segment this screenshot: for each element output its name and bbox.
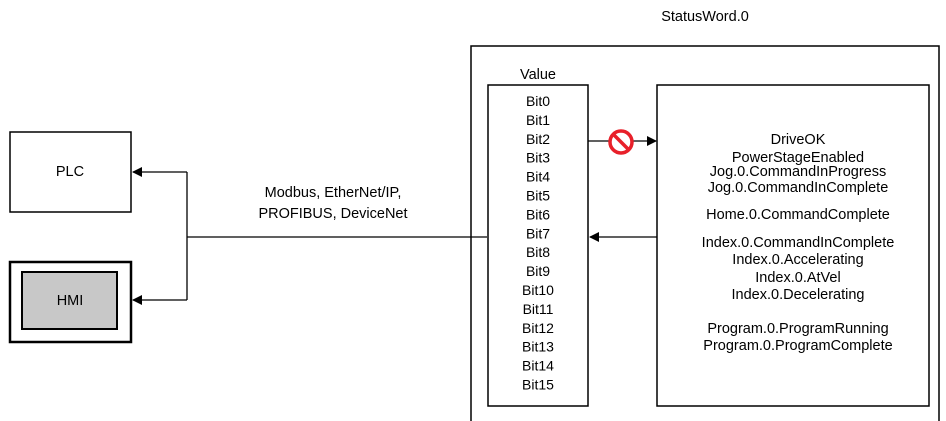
hmi-label: HMI (57, 293, 84, 309)
network-label-line2: PROFIBUS, DeviceNet (258, 206, 407, 222)
status-item: Index.0.AtVel (755, 270, 840, 286)
status-item: Jog.0.CommandInComplete (708, 180, 889, 196)
bit-label: Bit12 (522, 320, 554, 336)
plc-box (9, 131, 132, 213)
network-label-line1: Modbus, EtherNet/IP, (265, 185, 402, 201)
bit-label: Bit0 (526, 93, 550, 109)
bit-label: Bit10 (522, 282, 554, 298)
status-item: Home.0.CommandComplete (706, 207, 890, 223)
no-entry-icon (608, 129, 634, 155)
statusword-title: StatusWord.0 (661, 9, 749, 25)
hmi-device: HMI (8, 260, 133, 344)
bit-label: Bit11 (523, 301, 554, 317)
bit-label: Bit14 (522, 358, 554, 374)
statusword-frame (470, 45, 940, 421)
status-item: Program.0.ProgramComplete (703, 338, 892, 354)
bit-value-box (487, 84, 589, 407)
bit-label: Bit13 (522, 339, 554, 355)
bit-label: Bit8 (526, 244, 550, 260)
status-item: Index.0.Decelerating (732, 287, 865, 303)
bit-label: Bit5 (526, 188, 550, 204)
status-item: DriveOK (771, 132, 826, 148)
status-item: Index.0.CommandInComplete (702, 235, 895, 251)
bit-label: Bit2 (526, 131, 550, 147)
bit-label: Bit7 (526, 225, 550, 241)
bit-label: Bit9 (526, 263, 550, 279)
bit-label: Bit15 (522, 377, 554, 393)
plc-device: PLC (9, 131, 132, 213)
bit-label: Bit3 (526, 150, 550, 166)
status-bits-box (656, 84, 930, 407)
bit-label: Bit4 (526, 169, 550, 185)
network-connection (132, 167, 487, 305)
bit-label: Bit1 (526, 112, 550, 128)
status-item: Jog.0.CommandInProgress (710, 164, 887, 180)
hmi-screen (21, 271, 118, 330)
status-item: Index.0.Accelerating (732, 252, 863, 268)
status-list: DriveOK PowerStageEnabledJog.0.CommandInP… (702, 132, 895, 354)
bit-label: Bit6 (526, 206, 550, 222)
status-item: PowerStageEnabled (732, 150, 864, 166)
status-item: Program.0.ProgramRunning (707, 321, 888, 337)
bit-list: Bit0Bit1Bit2Bit3Bit4Bit5Bit6Bit7Bit8Bit9… (522, 93, 554, 393)
plc-label: PLC (56, 164, 84, 180)
value-header: Value (520, 67, 556, 83)
